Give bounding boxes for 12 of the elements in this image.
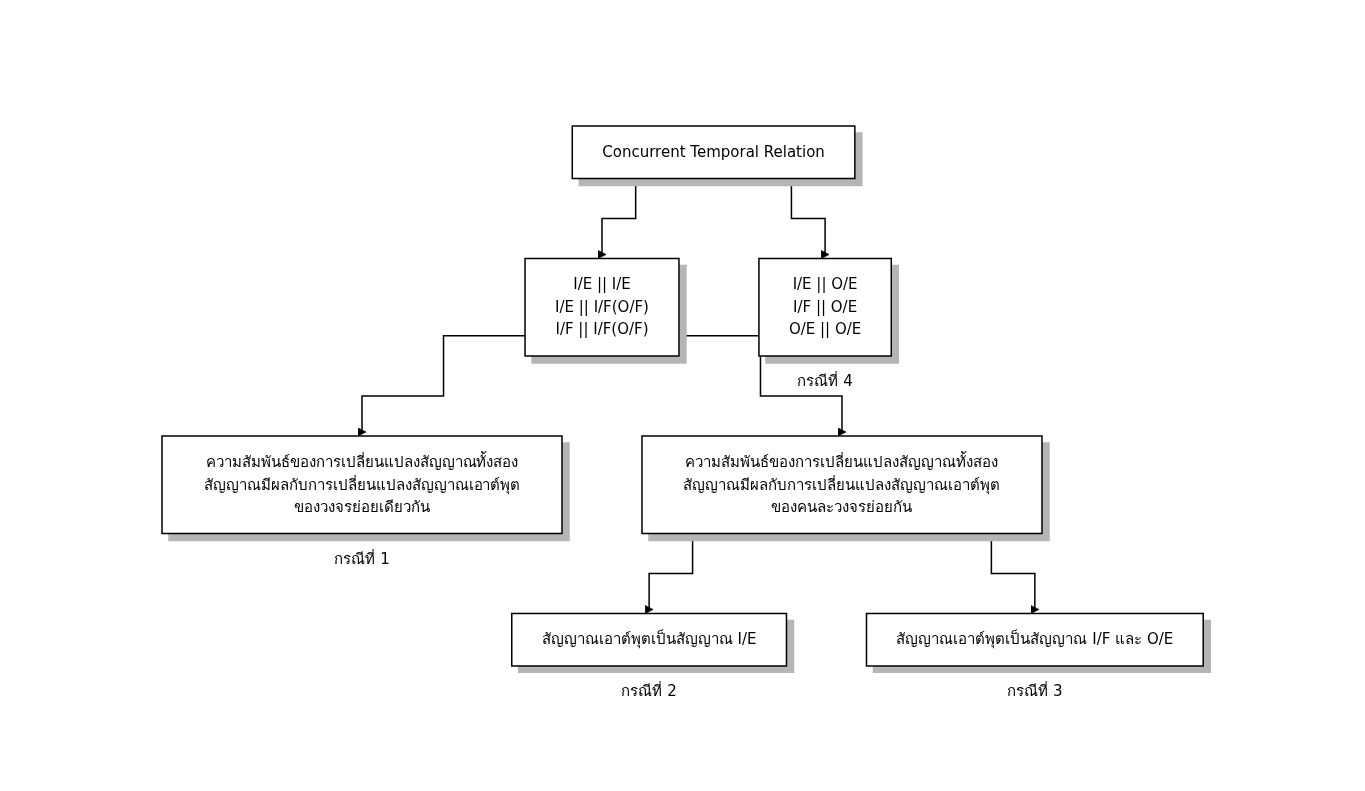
node-box: Concurrent Temporal Relation	[571, 124, 856, 179]
node-box: สัญญาณเอาต์พุตเป็นสัญญาณ I/E	[510, 612, 788, 667]
case-label: กรณีที่ 4	[797, 370, 853, 393]
arrow	[678, 334, 847, 436]
node-box: ความสัมพันธ์ของการเปลี่ยนแปลงสัญญาณทั้งสองสัญญาณมีผลกับการเปลี่ยนแปลงสัญญาณเอาต์พุตของวงจรย่อยเดียวกัน	[161, 434, 563, 534]
node-box: I/E || I/E I/E || I/F(O/F) I/F || I/F(O/F)	[524, 257, 680, 357]
node-box: สัญญาณเอาต์พุตเป็นสัญญาณ I/F และ O/E	[865, 612, 1204, 667]
case-label: กรณีที่ 2	[621, 680, 677, 703]
case-label: กรณีที่ 1	[334, 548, 390, 570]
case-label: กรณีที่ 3	[1007, 680, 1063, 703]
node-box: I/E || O/E I/F || O/E O/E || O/E	[758, 257, 892, 357]
node-box: ความสัมพันธ์ของการเปลี่ยนแปลงสัญญาณทั้งสองสัญญาณมีผลกับการเปลี่ยนแปลงสัญญาณเอาต์พุตของคนละวงจรย่อยกัน	[641, 434, 1043, 534]
